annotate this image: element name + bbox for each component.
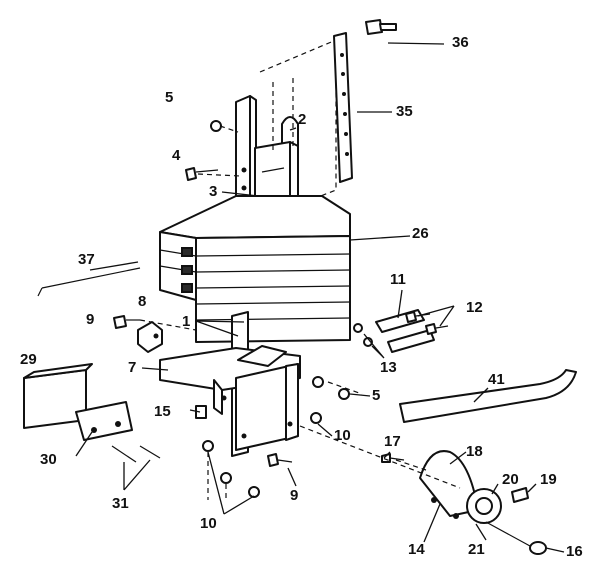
leader-lines xyxy=(75,42,565,553)
callout-1: 1 xyxy=(182,313,191,330)
bracket-30 xyxy=(75,401,133,441)
callout-21: 21 xyxy=(468,541,485,558)
cable-hook xyxy=(485,521,547,555)
callout-19: 19 xyxy=(540,471,557,488)
bolt-9-left xyxy=(113,315,140,329)
callout-7: 7 xyxy=(128,359,137,376)
pulley-bracket xyxy=(419,450,479,519)
callout-31: 31 xyxy=(112,495,129,512)
callout-36: 36 xyxy=(452,34,469,51)
callout-35: 35 xyxy=(396,103,413,120)
callout-9-left: 9 xyxy=(86,311,95,328)
selector-rod xyxy=(333,32,353,183)
bolt-4 xyxy=(185,167,219,181)
callout-9-lower: 9 xyxy=(290,487,299,504)
callout-5-lower: 5 xyxy=(372,387,381,404)
callout-13: 13 xyxy=(380,359,397,376)
selector-pin xyxy=(365,19,397,35)
pad-29 xyxy=(23,363,93,429)
nuts-10 xyxy=(202,412,322,498)
callout-12: 12 xyxy=(466,299,483,316)
pulley-pin-19 xyxy=(511,487,529,503)
callout-4: 4 xyxy=(172,147,181,164)
nuts-5-lower xyxy=(312,376,350,400)
callout-14: 14 xyxy=(408,541,425,558)
callout-41: 41 xyxy=(488,371,505,388)
callout-10-lower: 10 xyxy=(200,515,217,532)
pulley-wheel xyxy=(466,488,502,524)
callout-30: 30 xyxy=(40,451,57,468)
nut-5-upper xyxy=(210,120,222,132)
callout-20: 20 xyxy=(502,471,519,488)
callout-15: 15 xyxy=(154,403,171,420)
pin-37 xyxy=(37,267,141,297)
bolt-9-lower xyxy=(267,453,293,467)
base-frame xyxy=(159,311,301,457)
callout-16: 16 xyxy=(566,543,583,560)
callout-8: 8 xyxy=(138,293,147,310)
callout-26: 26 xyxy=(412,225,429,242)
callout-10-right: 10 xyxy=(334,427,351,444)
callout-2: 2 xyxy=(298,111,307,128)
dashed-assembly-lines xyxy=(139,125,461,500)
callout-5-upper: 5 xyxy=(165,89,174,106)
callout-11: 11 xyxy=(390,271,406,288)
callout-37: 37 xyxy=(78,251,95,268)
callout-17: 17 xyxy=(384,433,401,450)
callout-3: 3 xyxy=(209,183,218,200)
shafts-11 xyxy=(353,309,435,353)
bolt-17 xyxy=(381,453,405,463)
handle-41 xyxy=(399,369,577,423)
callout-18: 18 xyxy=(466,443,483,460)
screws-31 xyxy=(111,445,161,463)
bracket-8 xyxy=(137,321,163,353)
callout-29: 29 xyxy=(20,351,37,368)
